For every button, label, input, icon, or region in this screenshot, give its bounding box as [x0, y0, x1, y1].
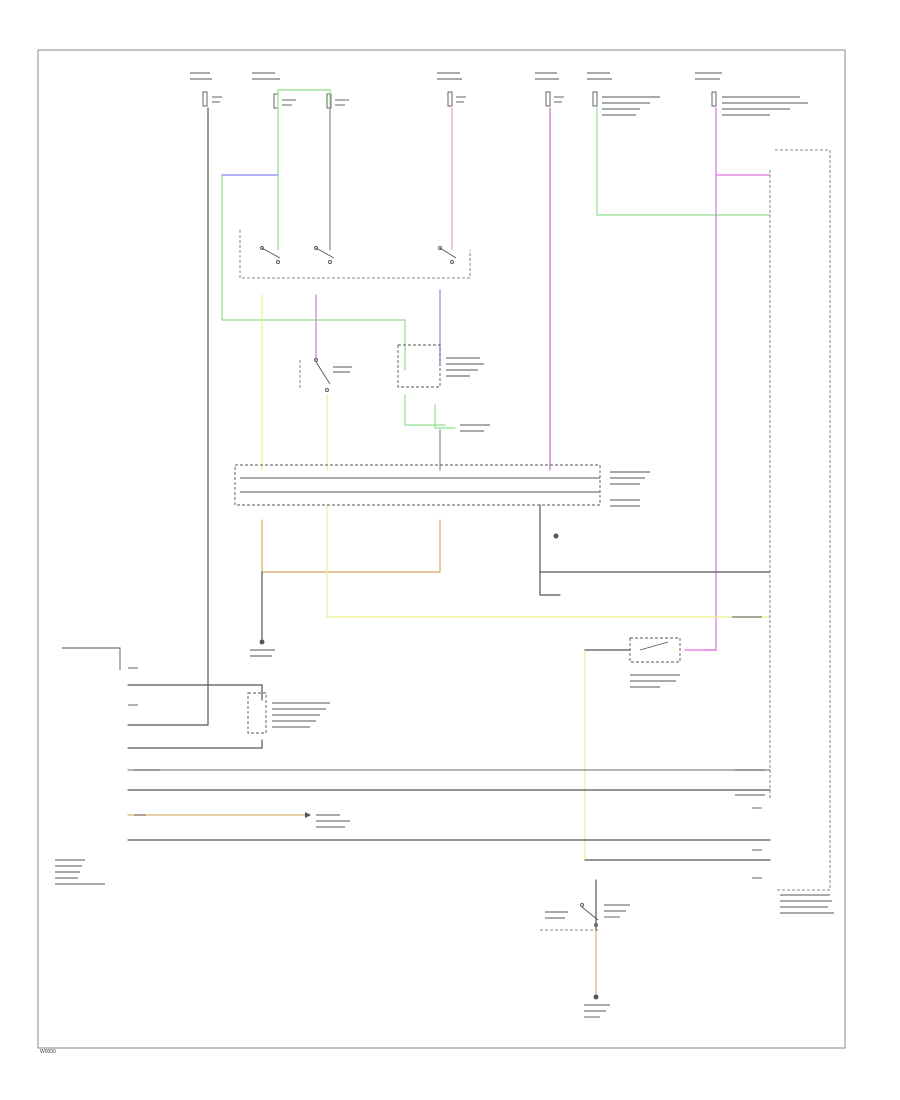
- right-switch: [629, 637, 681, 688]
- footer-code: W0000: [40, 1049, 56, 1055]
- right-edge-labels: [732, 571, 834, 914]
- diagram-frame: [37, 49, 846, 1049]
- left-relay: [247, 692, 330, 734]
- center-connector: [234, 464, 650, 507]
- arrow-marker: [305, 812, 350, 828]
- bottom-switch: [540, 903, 630, 931]
- ground-symbols: [250, 533, 610, 1018]
- wires: [127, 89, 831, 996]
- brake-switch: [299, 358, 352, 392]
- relay-module: [397, 344, 490, 432]
- module-pins: [55, 647, 162, 885]
- power-sources: [190, 72, 808, 116]
- top-switch-block: [239, 230, 471, 279]
